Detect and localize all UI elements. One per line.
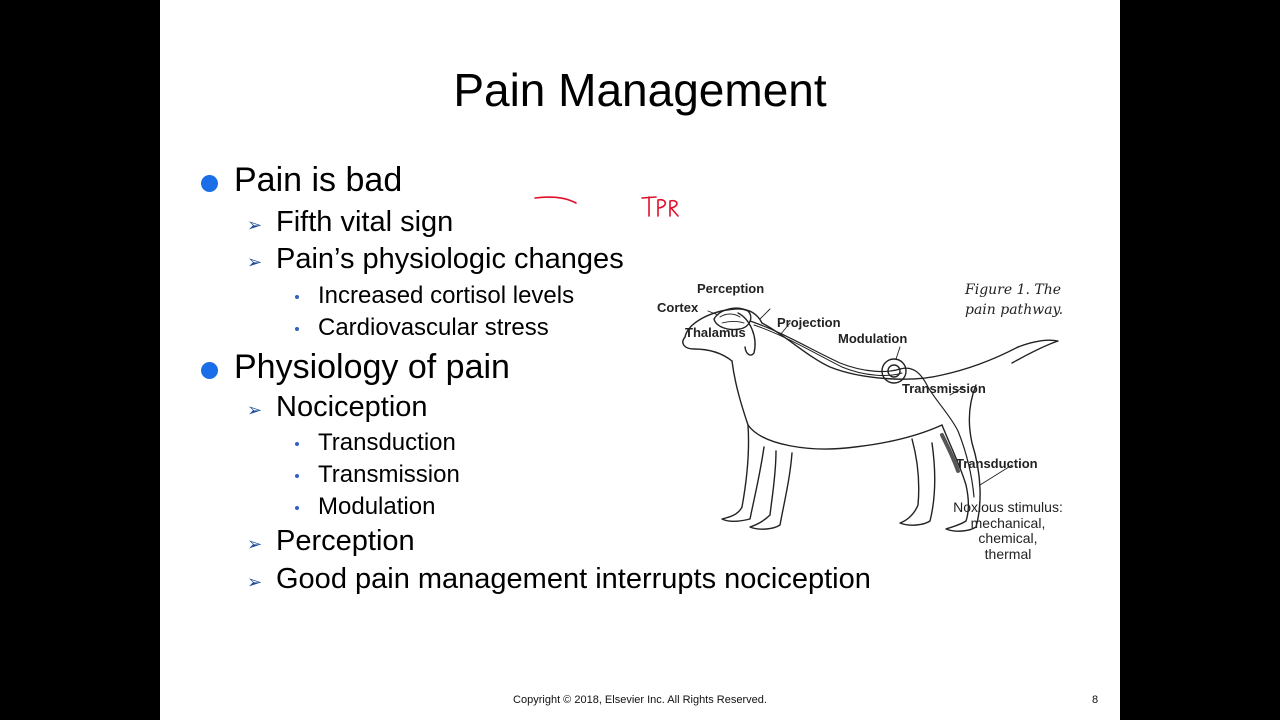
bullet-pain-is-bad: Pain is bad: [234, 161, 403, 199]
dog-pain-pathway-illustration: [682, 307, 1059, 532]
ink-annotation: [534, 196, 679, 217]
noxious-line: mechanical,: [970, 514, 1046, 531]
bullet-physiologic-changes: Pain’s physiologic changes: [276, 243, 624, 275]
arrow-bullet-icon: ➢: [247, 534, 263, 554]
slide: Pain Management Pain is bad ➢ Fifth vita…: [160, 0, 1120, 720]
noxious-line: chemical,: [978, 530, 1038, 546]
bullet-perception: Perception: [276, 525, 415, 557]
sub-bullet-dot: [295, 442, 299, 446]
bullet-transmission: Transmission: [318, 461, 460, 488]
sub-bullet-dot: [295, 327, 299, 331]
figure-caption: Figure 1. The pain pathway.: [965, 282, 1064, 318]
arrow-bullet-icon: ➢: [247, 215, 263, 235]
bullet-transduction: Transduction: [318, 429, 456, 456]
figure-label-cortex: Cortex: [657, 300, 699, 315]
figure-label-transduction: Transduction: [956, 456, 1038, 471]
bullet-modulation: Modulation: [318, 493, 436, 520]
arrow-bullet-icon: ➢: [247, 400, 263, 420]
figure-label-thalamus: Thalamus: [685, 325, 746, 340]
figure-label-modulation: Modulation: [838, 331, 908, 346]
noxious-line: Noxious stimulus:: [953, 499, 1063, 515]
noxious-line: thermal: [984, 545, 1032, 562]
bullet-cortisol: Increased cortisol levels: [318, 282, 575, 309]
copyright-footer: Copyright © 2018, Elsevier Inc. All Righ…: [513, 694, 767, 706]
sub-bullet-dot: [295, 506, 299, 510]
figure-label-projection: Projection: [777, 315, 841, 330]
bullet-dot: [201, 362, 218, 379]
arrow-bullet-icon: ➢: [247, 572, 263, 592]
figure-noxious-stimulus: Noxious stimulus: mechanical, chemical, …: [948, 499, 1068, 562]
slide-title: Pain Management: [453, 64, 827, 116]
bullet-dot: [201, 175, 218, 192]
figure-label-perception: Perception: [697, 281, 765, 296]
sub-bullet-dot: [295, 474, 299, 478]
page-number: 8: [1092, 694, 1099, 706]
sub-bullet-dot: [295, 295, 299, 299]
bullet-nociception: Nociception: [276, 391, 428, 423]
bullet-good-pain-management: Good pain management interrupts nocicept…: [276, 563, 871, 595]
figure-label-transmission: Transmission: [902, 381, 986, 396]
bullet-cardio-stress: Cardiovascular stress: [318, 314, 549, 341]
arrow-bullet-icon: ➢: [247, 252, 263, 272]
bullet-physiology-of-pain: Physiology of pain: [234, 348, 510, 386]
bullet-fifth-vital-sign: Fifth vital sign: [276, 206, 454, 238]
